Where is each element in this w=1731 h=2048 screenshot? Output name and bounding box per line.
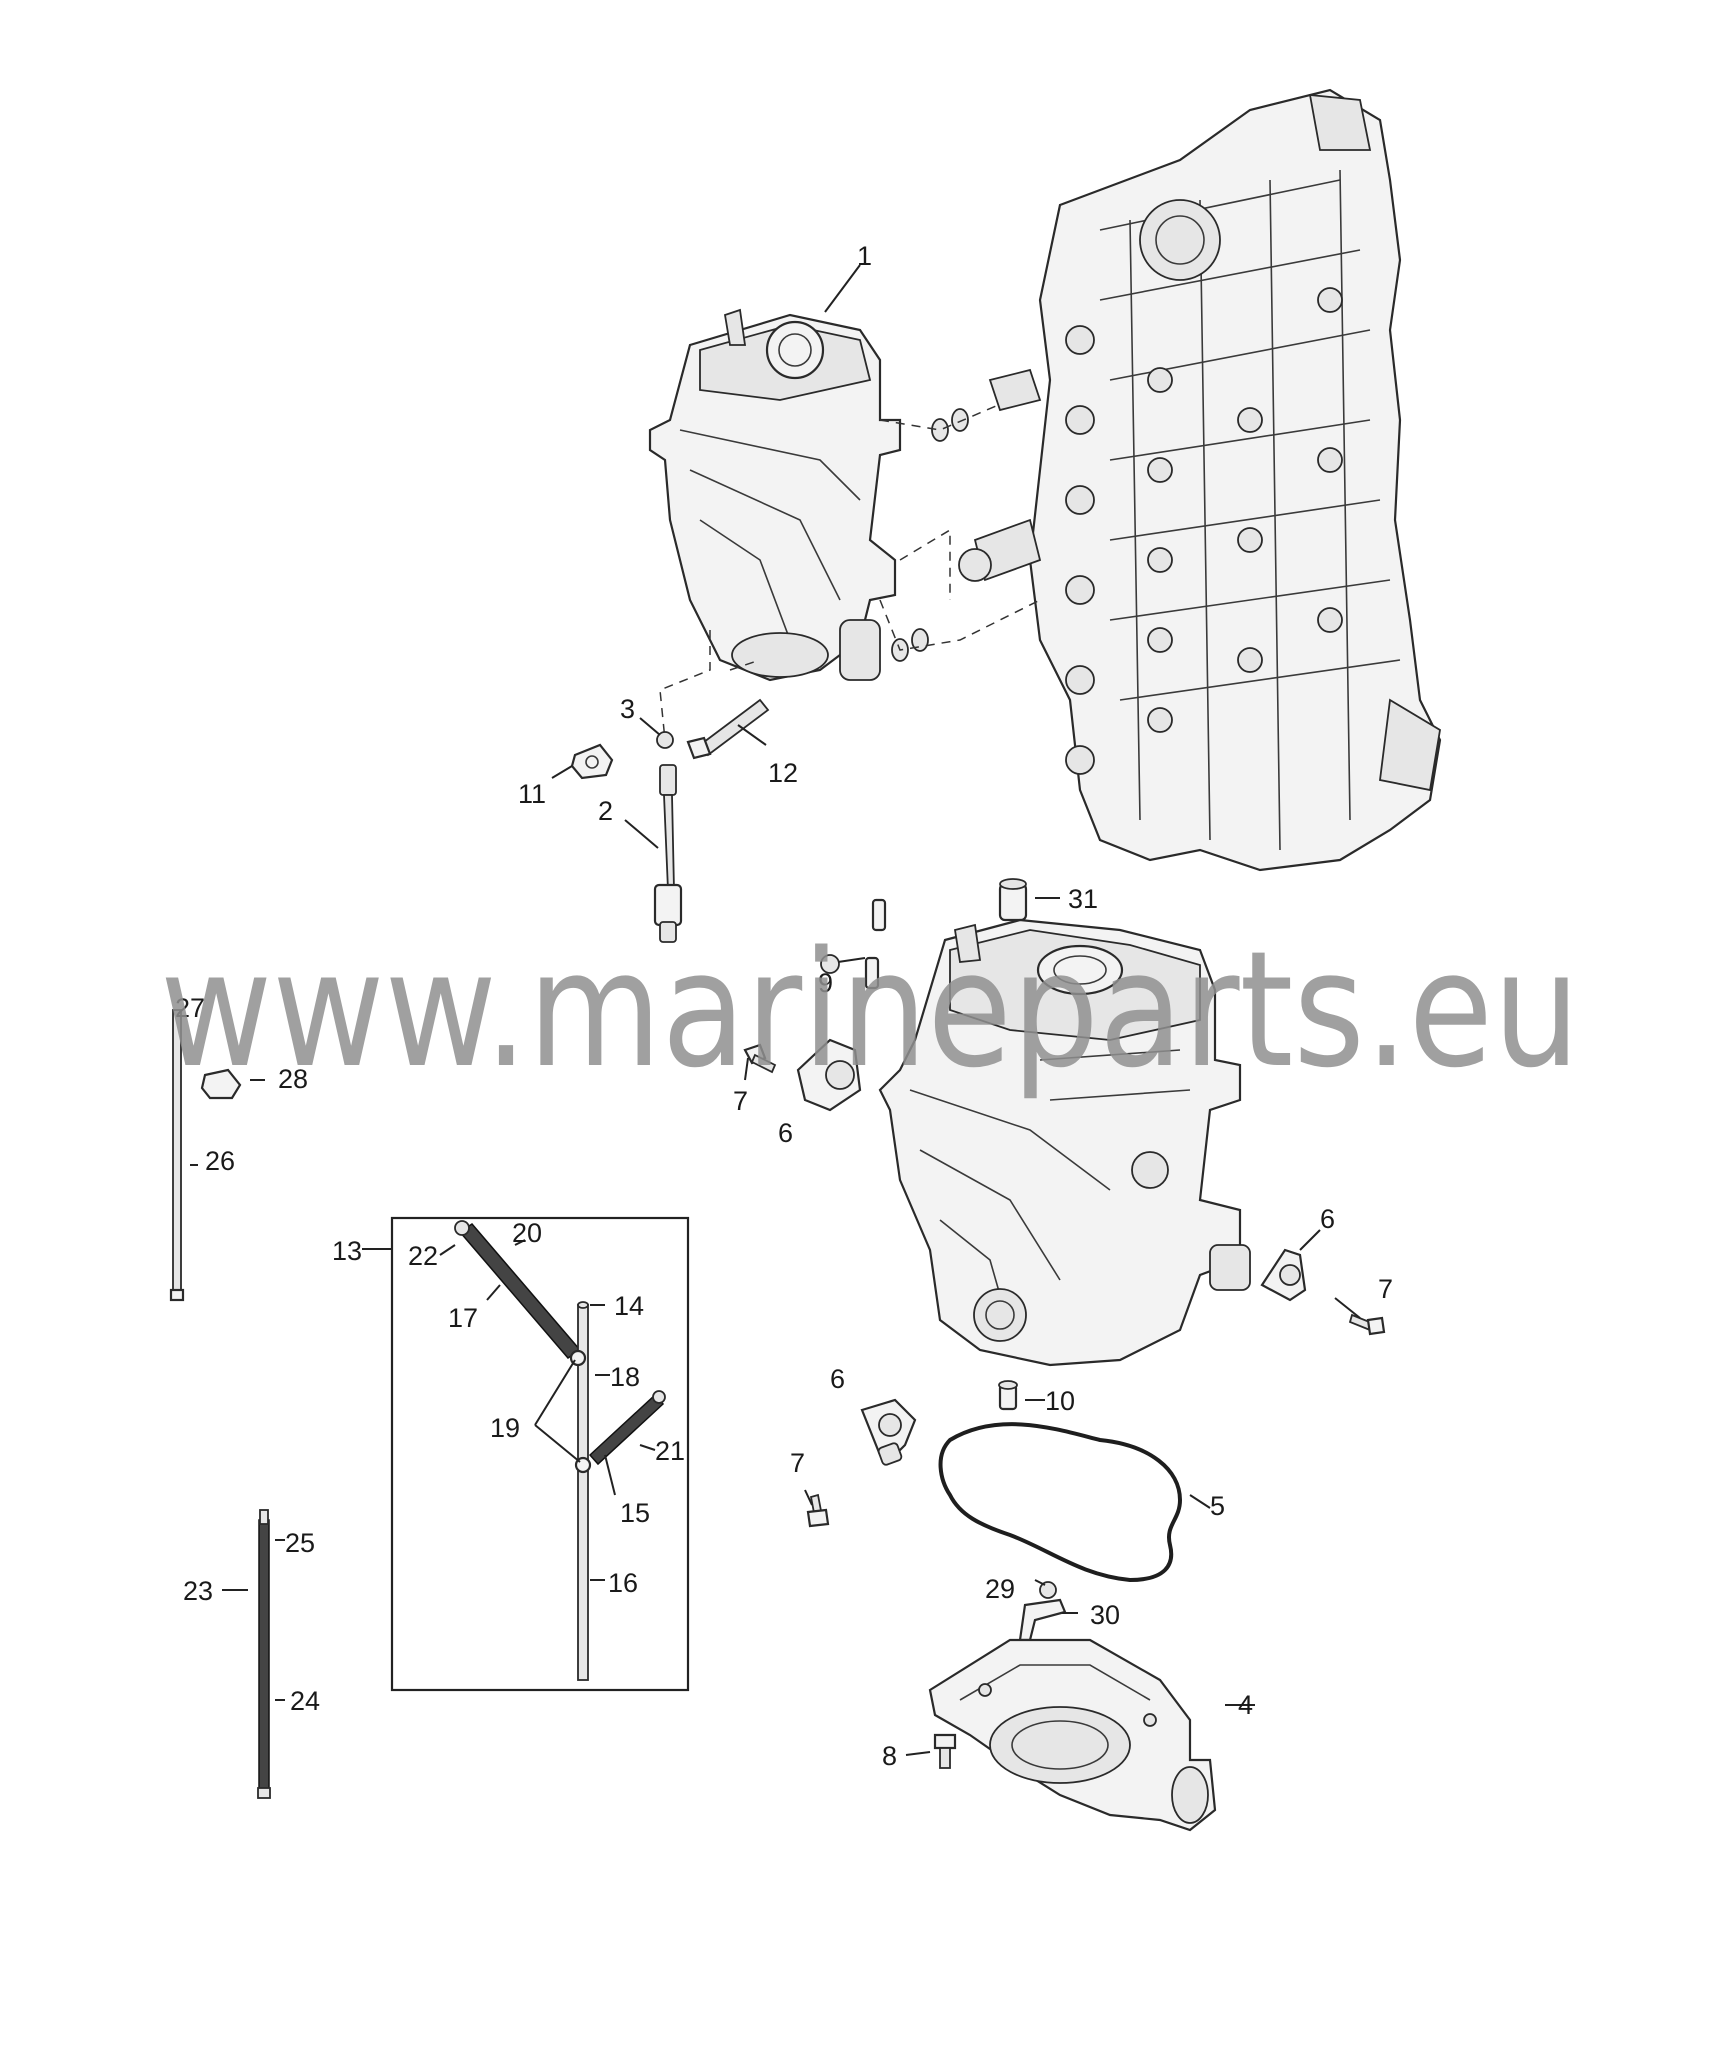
callout-9: 9 xyxy=(818,968,833,998)
part-8-bolt xyxy=(933,1733,957,1769)
callout-14: 14 xyxy=(614,1291,644,1321)
callout-12: 12 xyxy=(768,758,798,788)
callout-5: 5 xyxy=(1210,1491,1225,1521)
part-2-sensor xyxy=(653,764,683,943)
callout-1: 1 xyxy=(857,241,872,271)
part-9-group xyxy=(820,898,887,990)
part-30-bracket xyxy=(1018,1598,1067,1642)
part-6-fitting-a xyxy=(796,1038,862,1112)
main-pump-assembly xyxy=(878,918,1251,1367)
part-16-tube xyxy=(577,1301,589,1681)
callout-4: 4 xyxy=(1238,1690,1253,1720)
engine-block xyxy=(1028,88,1442,872)
callout-27: 27 xyxy=(175,993,205,1023)
part-13-kit-box xyxy=(390,1216,690,1692)
callout-29: 29 xyxy=(985,1574,1015,1604)
callout-11: 11 xyxy=(518,779,546,809)
callout-30: 30 xyxy=(1090,1600,1120,1630)
part-28-clip xyxy=(200,1068,242,1100)
callout-26: 26 xyxy=(205,1146,235,1176)
part-24-rod xyxy=(257,1509,271,1799)
part-7-bolt-b xyxy=(1348,1313,1386,1336)
callout-6-b: 6 xyxy=(1320,1204,1335,1234)
callout-17: 17 xyxy=(448,1303,478,1333)
part-29-washer xyxy=(1039,1581,1057,1599)
callout-2: 2 xyxy=(598,796,613,826)
callout-18: 18 xyxy=(610,1362,640,1392)
part-11-clip xyxy=(570,743,614,780)
callout-15: 15 xyxy=(620,1498,650,1528)
callout-8: 8 xyxy=(882,1741,897,1771)
callout-21: 21 xyxy=(655,1436,685,1466)
part-7-bolt-a xyxy=(743,1043,777,1074)
callout-31: 31 xyxy=(1068,884,1098,914)
callout-28: 28 xyxy=(278,1064,308,1094)
callout-7-a: 7 xyxy=(733,1086,748,1116)
callout-7-b: 7 xyxy=(1378,1274,1393,1304)
callout-13: 13 xyxy=(332,1236,362,1266)
callout-3: 3 xyxy=(620,694,635,724)
callout-19: 19 xyxy=(490,1413,520,1443)
part-3-washer xyxy=(656,731,674,749)
callout-23: 23 xyxy=(183,1576,213,1606)
part-1-assembly xyxy=(648,308,902,682)
callout-16: 16 xyxy=(608,1568,638,1598)
part-31-cap xyxy=(998,878,1028,922)
engine-bolt-holes xyxy=(1065,287,1343,775)
callout-6-c: 6 xyxy=(830,1364,845,1394)
callout-22: 22 xyxy=(408,1241,438,1271)
callout-24: 24 xyxy=(290,1686,320,1716)
callout-10: 10 xyxy=(1045,1386,1075,1416)
part-5-gasket xyxy=(938,1422,1183,1583)
part-6-fitting-c xyxy=(860,1398,917,1466)
part-12-bolt xyxy=(686,698,770,760)
part-4-housing xyxy=(928,1638,1217,1832)
callout-25: 25 xyxy=(285,1528,315,1558)
part-26-rod xyxy=(169,1009,185,1302)
part-6-fitting-b xyxy=(1260,1248,1307,1302)
callout-20: 20 xyxy=(512,1218,542,1248)
callout-6-a: 6 xyxy=(778,1118,793,1148)
watermark-text: www.marineparts.eu xyxy=(160,916,1580,1103)
part-21-hose xyxy=(588,1390,666,1466)
part-7-bolt-c xyxy=(806,1493,830,1528)
callout-7-c: 7 xyxy=(790,1448,805,1478)
callout-labels: 1 2 3 4 5 6 6 6 7 7 7 8 9 10 11 12 13 14… xyxy=(175,241,1393,1771)
part-10-plug xyxy=(998,1380,1018,1411)
leader-lines xyxy=(190,264,1361,1756)
orings-part1 xyxy=(891,408,969,662)
